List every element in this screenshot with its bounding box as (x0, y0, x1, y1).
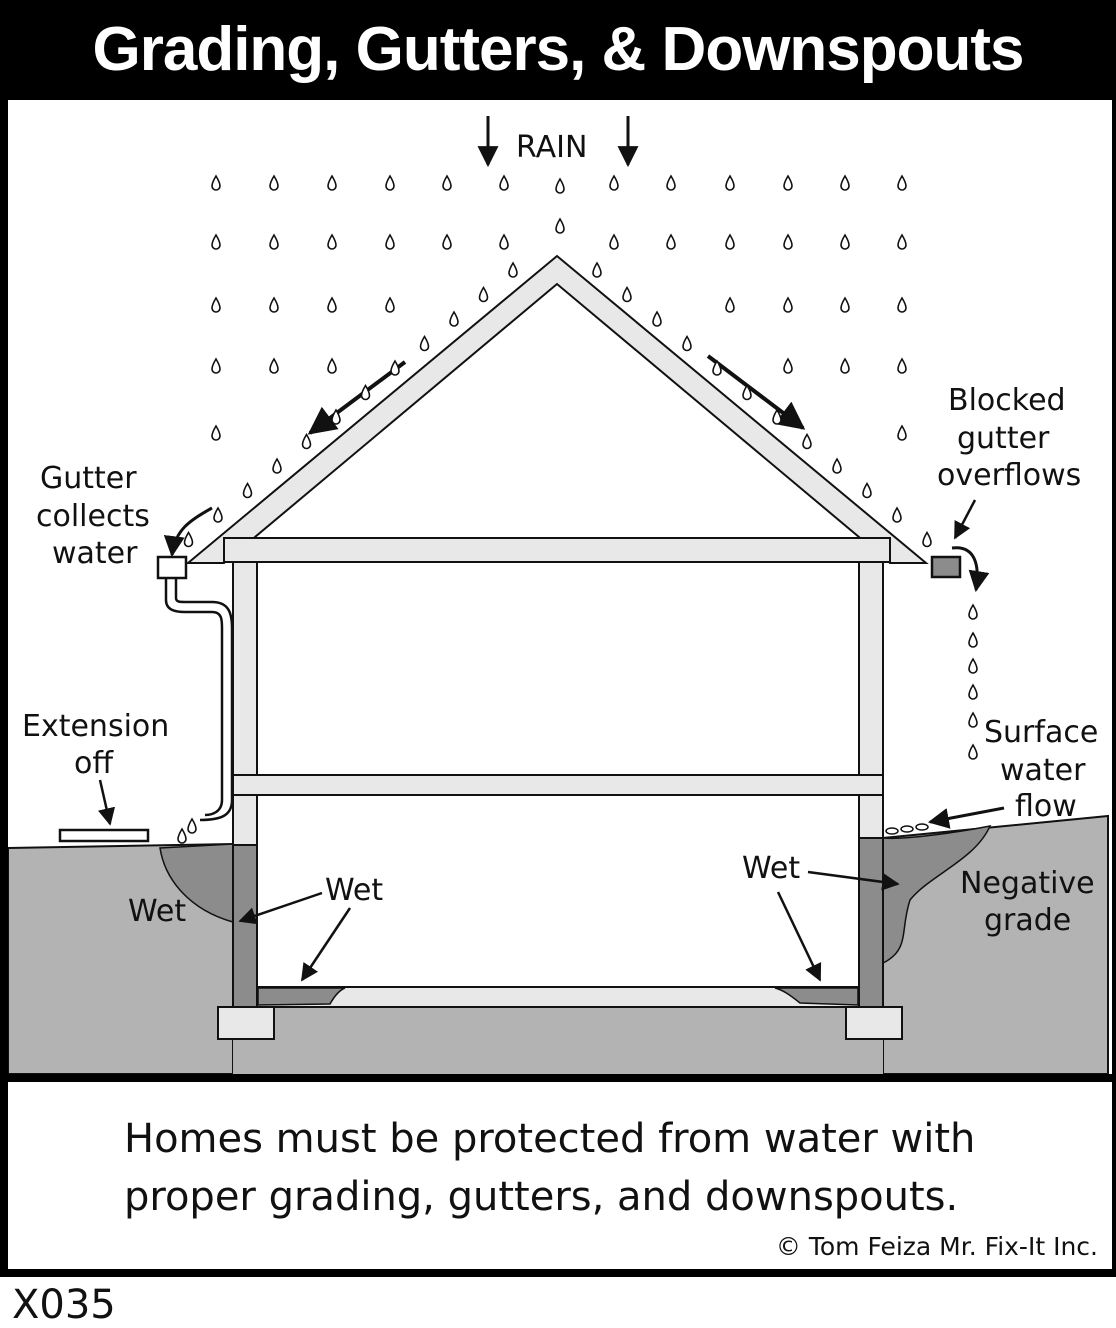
surface-label: Surface water flow (984, 715, 1098, 824)
negative-label: Negative grade (960, 866, 1095, 938)
blocked-pointer (953, 499, 977, 540)
wet-pointer-1 (238, 891, 323, 925)
svg-text:overflows: overflows (937, 458, 1081, 493)
downspout-extension (58, 828, 150, 843)
wall-left (232, 561, 258, 846)
wet-label-1: Wet (128, 894, 186, 929)
svg-text:Negative: Negative (960, 866, 1095, 901)
surface-water-drop-icon (885, 827, 899, 835)
gutter-left (156, 555, 234, 822)
caption-line-1: Homes must be protected from water with (124, 1116, 976, 1162)
gutter-flow-arrow (163, 506, 213, 558)
wet-label-2: Wet (325, 873, 383, 908)
gutter-right (930, 555, 962, 579)
surface-water-drop-icon (915, 823, 929, 831)
ceiling-beam (223, 537, 891, 563)
roof-flow-arrow-left (307, 360, 407, 435)
svg-text:Extension: Extension (22, 709, 169, 744)
extension-label: Extension off (22, 709, 169, 781)
wet-pointer-3 (807, 870, 900, 891)
wet-pointer-4 (776, 891, 822, 982)
title-bar (0, 0, 1116, 100)
surface-water-drop-icon (900, 825, 914, 833)
caption-divider (0, 1074, 1116, 1082)
wet-pointer-2 (300, 907, 352, 982)
diagram-frame (0, 97, 1116, 1277)
copyright-credit: © Tom Feiza Mr. Fix-It Inc. (775, 1232, 1098, 1261)
ground-under (233, 1004, 883, 1074)
gutter-label: Gutter collects water (36, 461, 150, 571)
raindrops (177, 175, 978, 844)
figure-code: X035 (12, 1282, 116, 1328)
svg-text:Gutter: Gutter (40, 461, 137, 496)
wet-zone-right-ext (882, 824, 992, 965)
slab-wet-right (774, 987, 859, 1006)
svg-text:gutter: gutter (957, 421, 1050, 456)
overflow-arrow (951, 546, 990, 593)
svg-text:Blocked: Blocked (948, 383, 1066, 418)
svg-text:Surface: Surface (984, 715, 1098, 750)
rain-label: RAIN (516, 130, 587, 165)
roof-flow-arrow-right (706, 354, 806, 430)
svg-text:off: off (74, 746, 114, 781)
page-title: Grading, Gutters, & Downspouts (92, 15, 1024, 84)
svg-text:water: water (1000, 753, 1086, 788)
surface-pointer (927, 806, 1005, 829)
svg-text:grade: grade (984, 903, 1071, 938)
svg-text:collects: collects (36, 499, 150, 534)
basement-slab (256, 986, 860, 1008)
wet-label-3: Wet (742, 851, 800, 886)
caption: Homes must be protected from water with … (124, 1110, 1024, 1226)
blocked-label: Blocked gutter overflows (937, 383, 1081, 493)
svg-text:water: water (52, 536, 138, 571)
extension-pointer (97, 779, 116, 826)
caption-line-2: proper grading, gutters, and downspouts. (124, 1174, 959, 1220)
svg-text:flow: flow (1015, 789, 1077, 824)
slab-wet-left (257, 987, 346, 1006)
